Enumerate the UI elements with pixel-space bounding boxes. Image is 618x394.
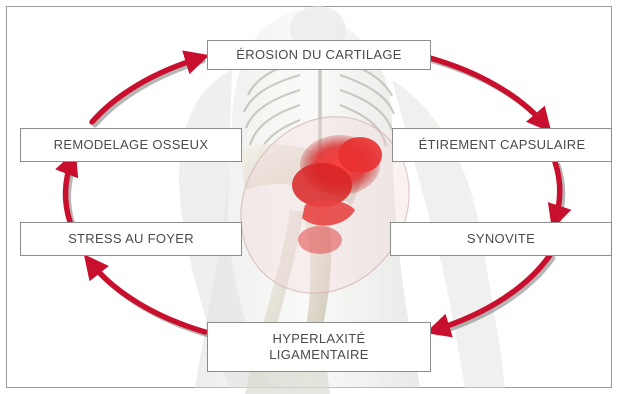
label-hyperlaxite-line1: HYPERLAXITÉ: [273, 331, 366, 347]
label-remodelage-text: REMODELAGE OSSEUX: [54, 137, 209, 153]
label-erosion-text: ÉROSION DU CARTILAGE: [236, 47, 401, 63]
label-remodelage-osseux: REMODELAGE OSSEUX: [20, 128, 242, 162]
label-hyperlaxite-line2: LIGAMENTAIRE: [269, 347, 368, 363]
arrow-erosion-to-etirement: [430, 58, 545, 125]
arrow-hyperlaxite-to-stress: [90, 262, 205, 332]
label-etirement-capsulaire: ÉTIREMENT CAPSULAIRE: [392, 128, 612, 162]
label-stress-foyer: STRESS AU FOYER: [20, 222, 242, 256]
label-hyperlaxite-ligamentaire: HYPERLAXITÉ LIGAMENTAIRE: [207, 322, 431, 372]
label-synovite: SYNOVITE: [390, 222, 612, 256]
label-etirement-text: ÉTIREMENT CAPSULAIRE: [419, 137, 586, 153]
arrow-etirement-to-synovite: [555, 162, 560, 220]
label-erosion-cartilage: ÉROSION DU CARTILAGE: [207, 40, 431, 70]
label-synovite-text: SYNOVITE: [467, 231, 535, 247]
label-stress-text: STRESS AU FOYER: [68, 231, 194, 247]
